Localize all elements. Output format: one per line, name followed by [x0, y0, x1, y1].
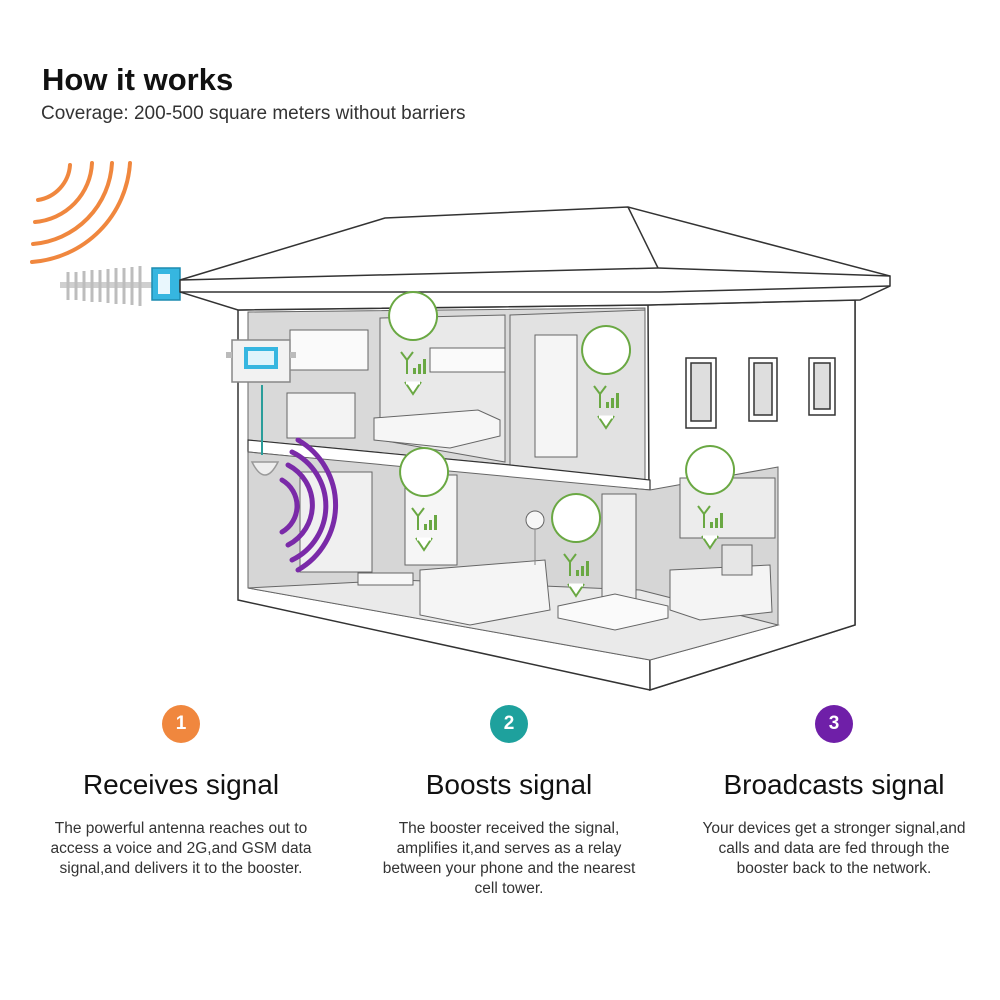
step-2: 2 Boosts signal The booster received the… [359, 705, 659, 899]
step-2-heading: Boosts signal [425, 769, 593, 800]
step-2-description: The booster received the signal, amplifi… [382, 820, 636, 897]
outdoor-signal-waves [30, 161, 132, 264]
lower-floor [247, 451, 780, 661]
signal-booster [226, 339, 296, 383]
step-1-description: The powerful antenna reaches out to acce… [50, 820, 312, 877]
exterior-windows [685, 357, 836, 429]
page-subtitle: Coverage: 200-500 square meters without … [41, 103, 466, 124]
page-title: How it works [42, 62, 234, 97]
dome-antenna [250, 461, 280, 476]
house-illustration [30, 161, 891, 692]
step-2-badge: 2 [490, 705, 528, 743]
indoor-broadcast-waves [279, 437, 339, 573]
step-3-description: Your devices get a stronger signal,and c… [702, 820, 966, 877]
step-3: 3 Broadcasts signal Your devices get a s… [684, 705, 984, 879]
step-1: 1 Receives signal The powerful antenna r… [31, 705, 331, 879]
yagi-antenna [60, 266, 181, 306]
upper-floor [247, 307, 646, 481]
step-3-heading: Broadcasts signal [723, 769, 945, 800]
step-3-badge: 3 [815, 705, 853, 743]
step-1-heading: Receives signal [82, 769, 280, 800]
step-1-badge: 1 [162, 705, 200, 743]
